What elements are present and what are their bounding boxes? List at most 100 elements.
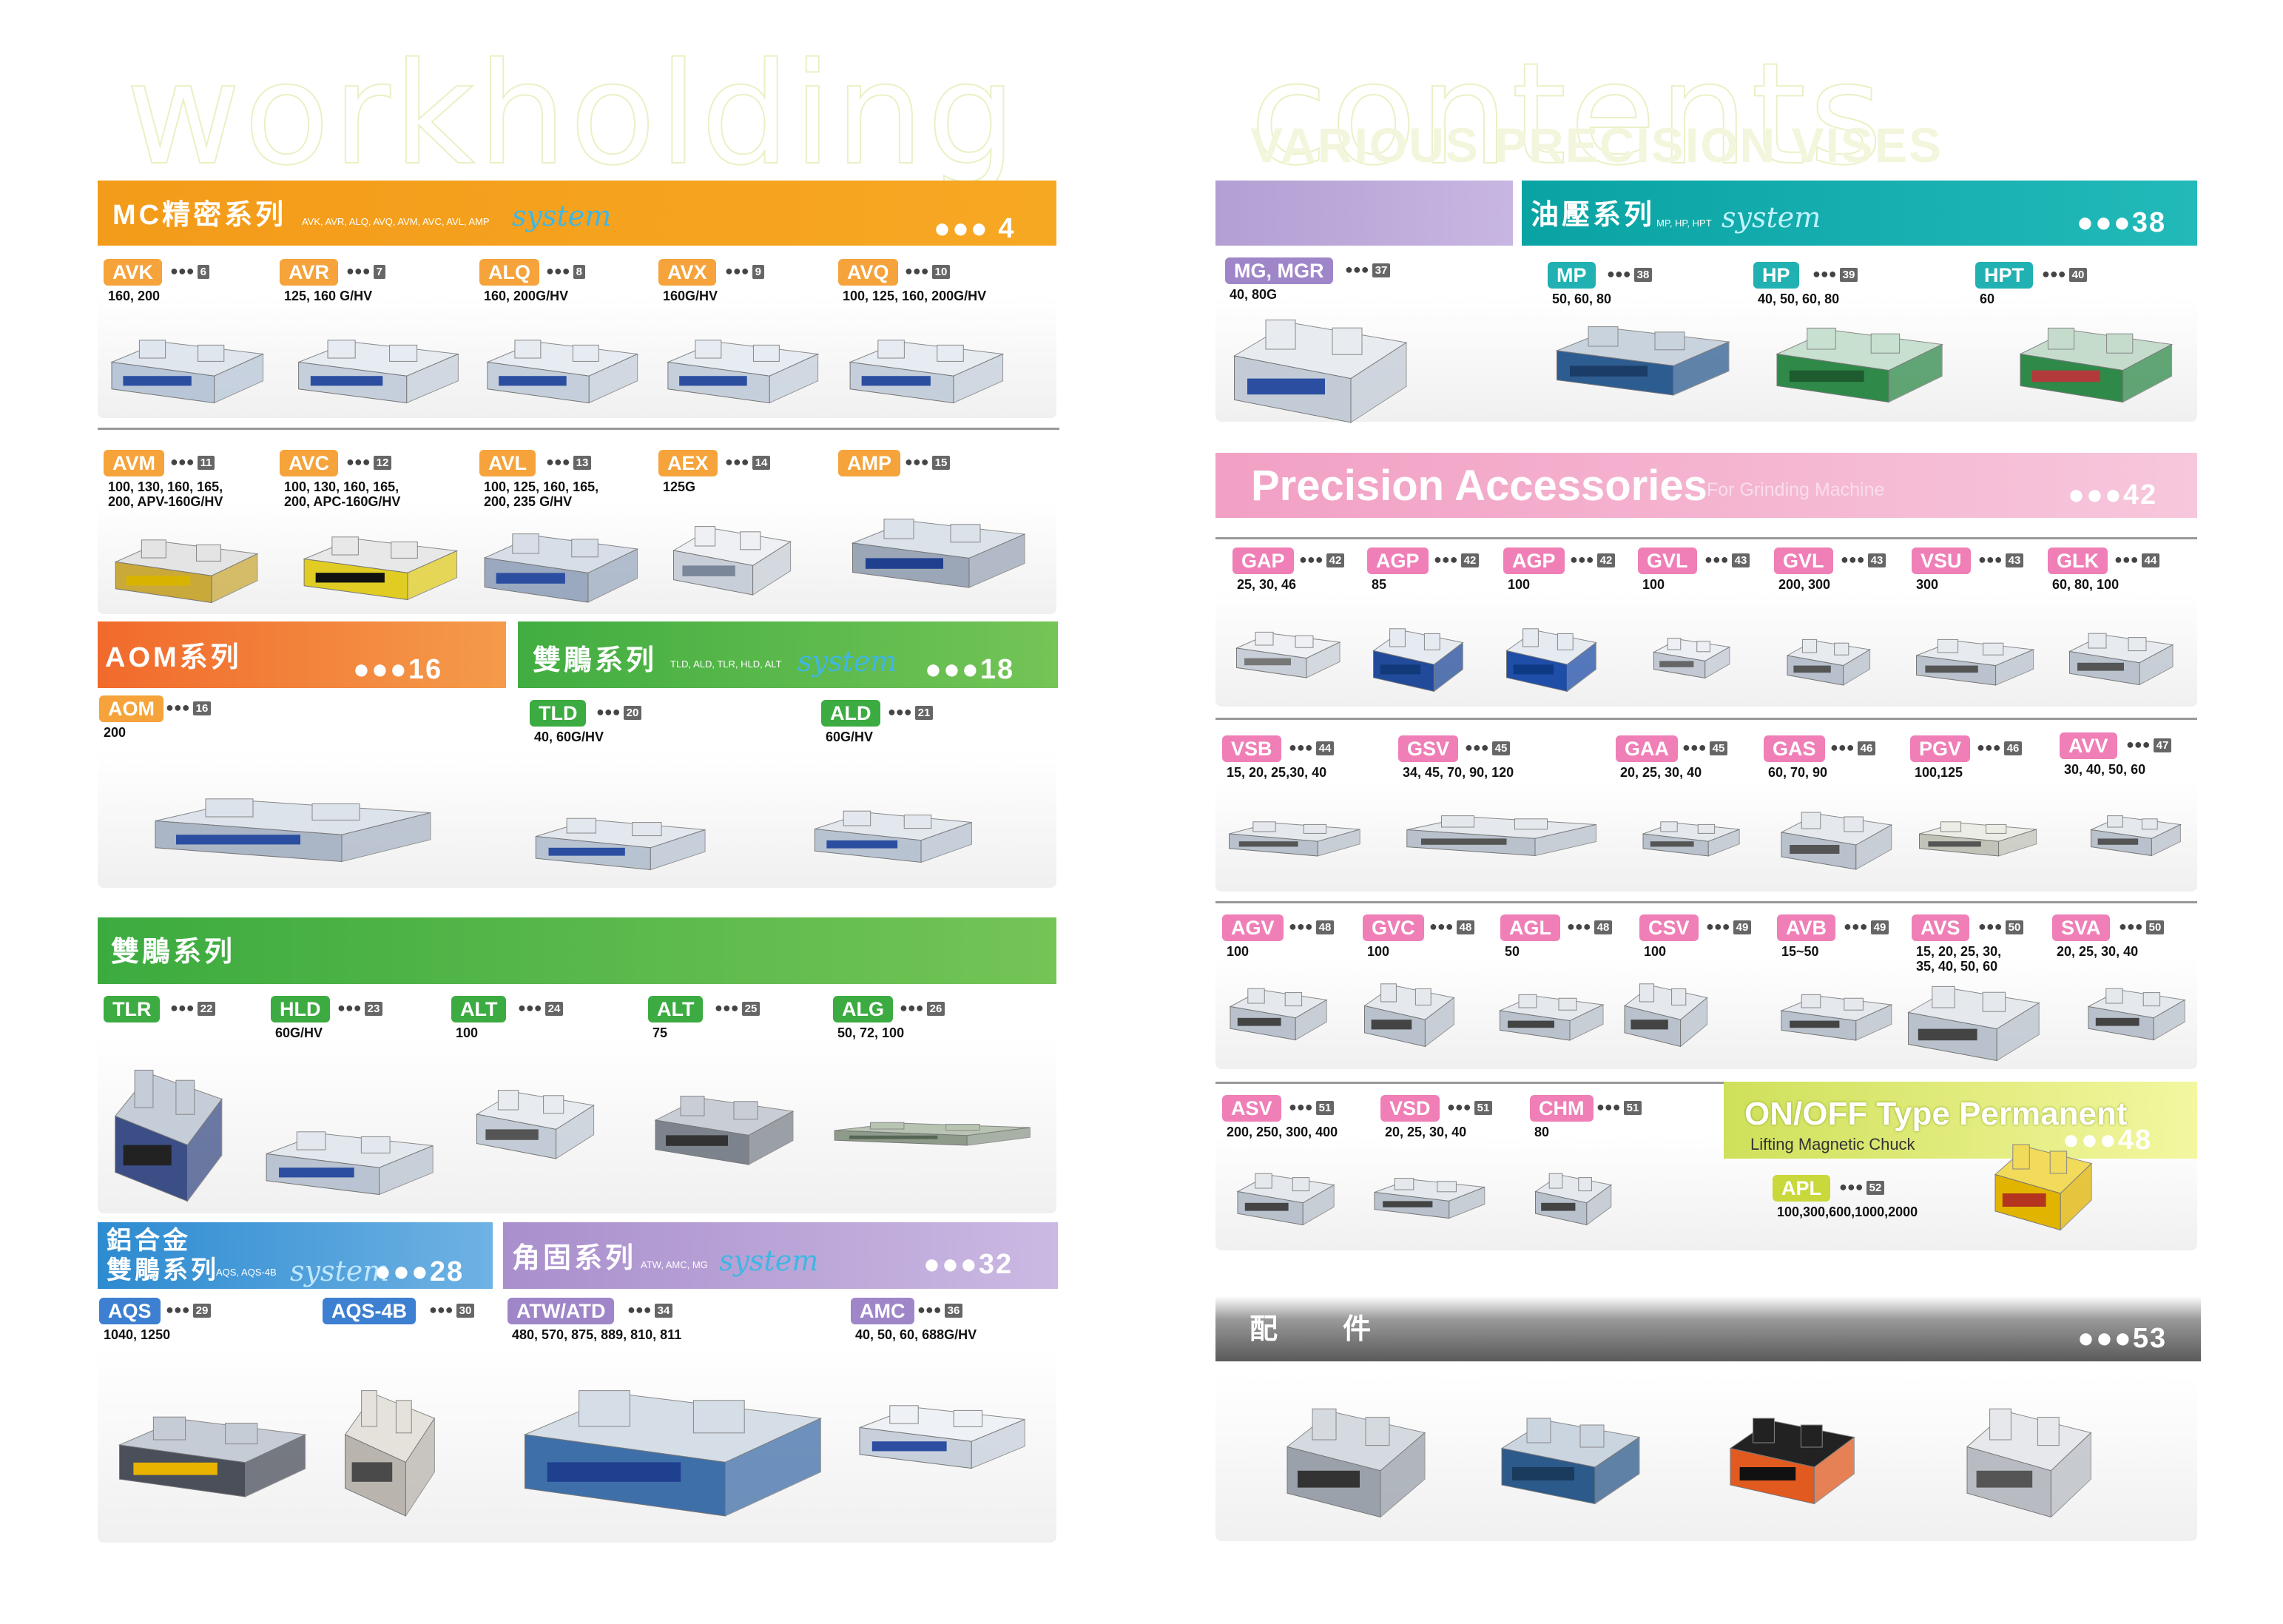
model-code-badge: SVA <box>2052 914 2110 941</box>
double-series-title: 雙鵰系列 <box>533 645 658 676</box>
product-photo <box>1498 994 1605 1041</box>
model-sizes: 60G/HV <box>826 730 874 744</box>
page-ref: ●●●26 <box>900 1000 945 1016</box>
model-sizes: 100 <box>456 1025 479 1040</box>
double-series-header-2: 雙鵰系列 <box>98 917 1056 984</box>
page-ref: ●●●51 <box>1596 1099 1642 1115</box>
page-ref-dots: ●●● <box>905 454 929 469</box>
model-code-badge: ATW/ATD <box>507 1298 615 1324</box>
model-sizes: 85 <box>1372 577 1387 592</box>
page-ref: ●●●25 <box>715 1000 761 1016</box>
page-ref-dots: ●●● <box>170 454 195 469</box>
model-sizes: 30, 40, 50, 60 <box>2064 762 2146 777</box>
page-ref-number: 29 <box>192 1304 212 1318</box>
product-photo <box>1505 628 1597 693</box>
model-sizes: 40, 80G <box>1230 287 1278 302</box>
model-sizes: 100,125 <box>1915 765 1963 780</box>
page-ref-number: 48 <box>1315 920 1335 934</box>
page-ref-number: 14 <box>752 456 771 470</box>
page-ref-dots: ●●● <box>1978 552 2003 567</box>
model-sizes: 50, 72, 100 <box>837 1025 905 1040</box>
page-ref-dots: ●●● <box>346 454 371 469</box>
product-photo <box>2019 327 2174 403</box>
page-ref-number: 8 <box>573 265 585 279</box>
product-photo <box>1229 988 1328 1041</box>
page-ref-dots: ●●● <box>1299 552 1323 567</box>
page-ref-number: 20 <box>623 706 642 720</box>
model-sizes: 34, 45, 70, 90, 120 <box>1403 765 1514 780</box>
model-code-badge: AVC <box>280 450 339 476</box>
page-ref-number: 12 <box>373 456 392 470</box>
page-ref-dots: ●●● <box>1978 919 2003 934</box>
page-ref-dots: ●●● <box>627 1302 652 1317</box>
page-ref: ●●●16 <box>166 700 212 715</box>
page-ref: ●●●40 <box>2042 266 2088 282</box>
model-sizes: 60, 70, 90 <box>1768 765 1828 780</box>
aom-series-title: AOM系列 <box>105 642 242 673</box>
parts-title: 配 件 <box>1250 1314 1375 1345</box>
page-ref: ●●●8 <box>546 263 585 279</box>
page-ref-number: 51 <box>1623 1101 1642 1115</box>
model-code-badge: VSU <box>1912 547 1971 574</box>
page-ref: ●●●42 <box>1299 552 1345 567</box>
product-photo <box>1500 1418 1641 1505</box>
page-ref: ●●●30 <box>429 1302 475 1318</box>
product-photo <box>344 1390 436 1517</box>
page-ref: ●●●49 <box>1844 919 1889 934</box>
model-sizes: 20, 25, 30, 40 <box>2057 944 2139 959</box>
model-code-badge: ALQ <box>479 259 539 286</box>
model-code-badge: AVK <box>104 259 163 286</box>
double-series-page: ●●●18 <box>925 654 1015 685</box>
page-ref-dots: ●●● <box>1345 262 1369 277</box>
model-sizes: 125, 160 G/HV <box>284 289 373 303</box>
page-ref: ●●●13 <box>546 454 592 470</box>
page-ref: ●●●11 <box>170 454 215 470</box>
page-ref: ●●●6 <box>170 263 209 279</box>
model-sizes: 40, 50, 60, 688G/HV <box>855 1327 977 1342</box>
product-photo <box>814 810 972 863</box>
model-sizes: 100, 130, 160, 165, 200, APV-160G/HV <box>108 479 223 509</box>
product-photo <box>1916 639 2035 686</box>
product-photo <box>2087 988 2186 1041</box>
model-code-badge: ASV <box>1222 1095 1281 1122</box>
page-ref: ●●●36 <box>917 1302 963 1318</box>
page-ref: ●●●43 <box>1704 552 1750 567</box>
page-ref-dots: ●●● <box>1289 919 1313 934</box>
page-ref: ●●●46 <box>1977 740 2023 755</box>
model-code-badge: GVC <box>1363 914 1424 941</box>
page-ref-dots: ●●● <box>170 263 195 278</box>
model-code-badge: AOM <box>99 695 163 722</box>
page-ref-dots: ●●● <box>1977 740 2001 755</box>
product-photo <box>1907 985 2040 1062</box>
page-ref-number: 42 <box>1596 553 1616 567</box>
parts-header: 配 件 ●●●53 <box>1215 1296 2201 1361</box>
angle-series-header: 角固系列 ATW, AMC, MG system ●●●32 <box>503 1222 1058 1289</box>
page-ref-dots: ●●● <box>917 1302 942 1317</box>
page-ref-number: 50 <box>2145 920 2165 934</box>
product-photo <box>266 1131 434 1196</box>
model-code-badge: AVR <box>280 259 339 286</box>
page-ref-number: 9 <box>752 265 764 279</box>
page-ref: ●●●38 <box>1607 266 1653 282</box>
page-ref: ●●●43 <box>1978 552 2024 567</box>
model-code-badge: PGV <box>1910 735 1971 762</box>
double-series-title-2: 雙鵰系列 <box>111 937 236 968</box>
product-photo <box>298 340 460 404</box>
model-code-badge: GAP <box>1232 547 1294 574</box>
page-ref-dots: ●●● <box>900 1000 924 1015</box>
page-ref-number: 15 <box>931 456 951 470</box>
model-sizes: 125G <box>663 479 696 494</box>
accessories-page: ●●●42 <box>2068 479 2158 511</box>
row-divider <box>1215 1082 2197 1084</box>
page-ref-dots: ●●● <box>888 704 912 719</box>
product-photo <box>476 1090 595 1159</box>
page-ref-dots: ●●● <box>1706 919 1730 934</box>
page-ref-number: 24 <box>544 1002 564 1016</box>
product-photo <box>667 340 820 404</box>
page-ref-number: 43 <box>1867 553 1886 567</box>
product-photo <box>523 1390 823 1517</box>
aluminium-series-system: system <box>290 1255 390 1287</box>
page-ref-number: 46 <box>1857 741 1876 755</box>
page-ref-number: 49 <box>1733 920 1752 934</box>
accessories-title: Precision Accessories <box>1251 462 1707 510</box>
